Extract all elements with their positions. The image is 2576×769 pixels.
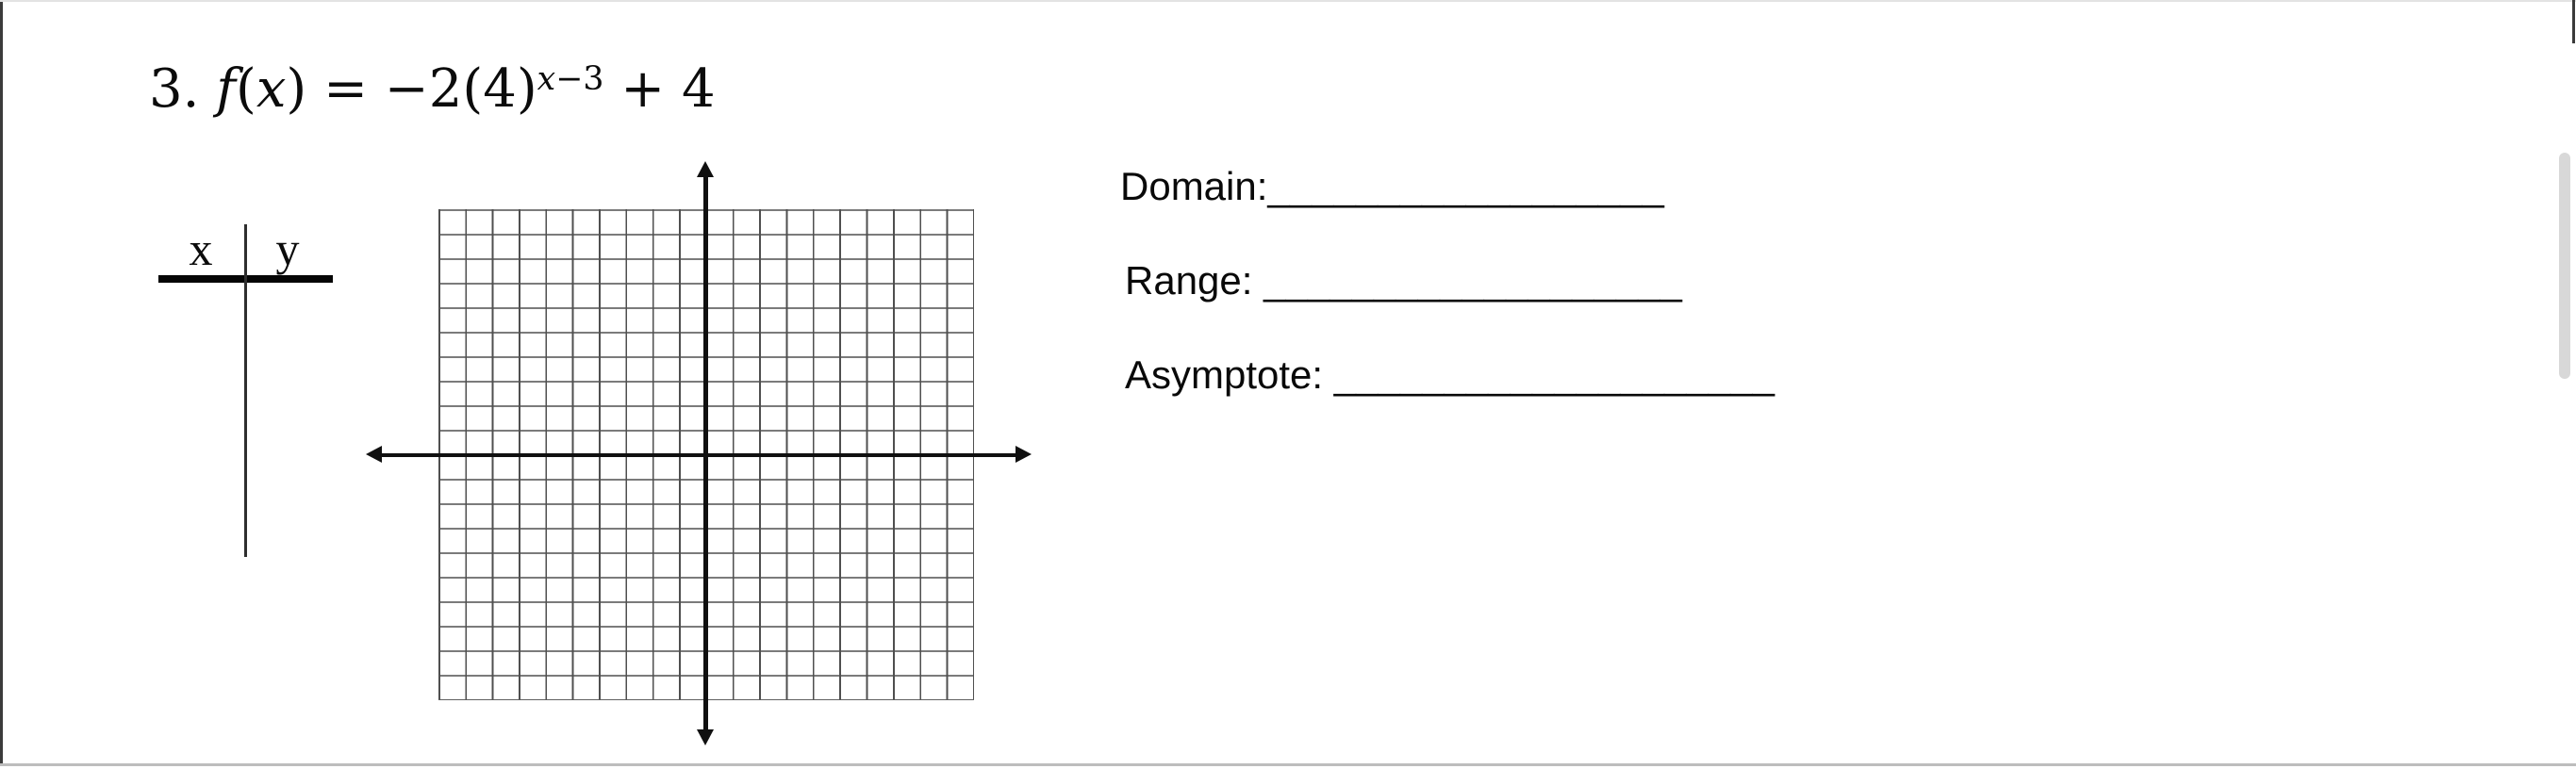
- vertical-scrollbar-thumb[interactable]: [2559, 153, 2570, 379]
- asymptote-blank[interactable]: ____________________: [1333, 352, 1775, 397]
- domain-label: Domain:: [1120, 164, 1268, 208]
- asymptote-label: Asymptote:: [1125, 352, 1334, 397]
- table-header-y: y: [275, 222, 300, 275]
- table-column-divider: [244, 224, 247, 557]
- page-bottom-edge: [0, 763, 2576, 766]
- page-top-edge: [0, 0, 2576, 2]
- y-axis-down-arrow-icon: [697, 729, 714, 745]
- page-left-edge: [0, 0, 3, 763]
- function-letter: f: [216, 58, 236, 120]
- exponent-rest: −3: [555, 59, 604, 98]
- y-axis-up-arrow-icon: [697, 161, 714, 177]
- range-blank[interactable]: ___________________: [1263, 258, 1682, 303]
- page-right-edge-segment: [2572, 0, 2575, 43]
- asymptote-field: Asymptote: ____________________: [1125, 352, 1775, 398]
- x-axis-left-arrow-icon: [366, 446, 382, 463]
- range-field: Range: ___________________: [1125, 258, 1682, 303]
- x-axis-right-arrow-icon: [1016, 446, 1032, 463]
- exponent-variable: x: [537, 59, 556, 98]
- exponent: x−3: [537, 60, 604, 98]
- variable-x: x: [256, 58, 287, 120]
- y-axis: [703, 173, 708, 731]
- open-paren: (: [235, 58, 256, 120]
- x-axis: [380, 452, 1017, 457]
- domain-blank[interactable]: __________________: [1267, 164, 1664, 208]
- equation-body: ) = −2(4): [286, 58, 537, 120]
- problem-number: 3.: [149, 58, 217, 120]
- problem-equation: 3. f(x) = −2(4)x−3 + 4: [149, 60, 716, 119]
- equation-tail: + 4: [603, 58, 716, 120]
- domain-field: Domain:__________________: [1120, 164, 1664, 209]
- range-label: Range:: [1125, 258, 1264, 303]
- table-header-x: x: [189, 222, 213, 275]
